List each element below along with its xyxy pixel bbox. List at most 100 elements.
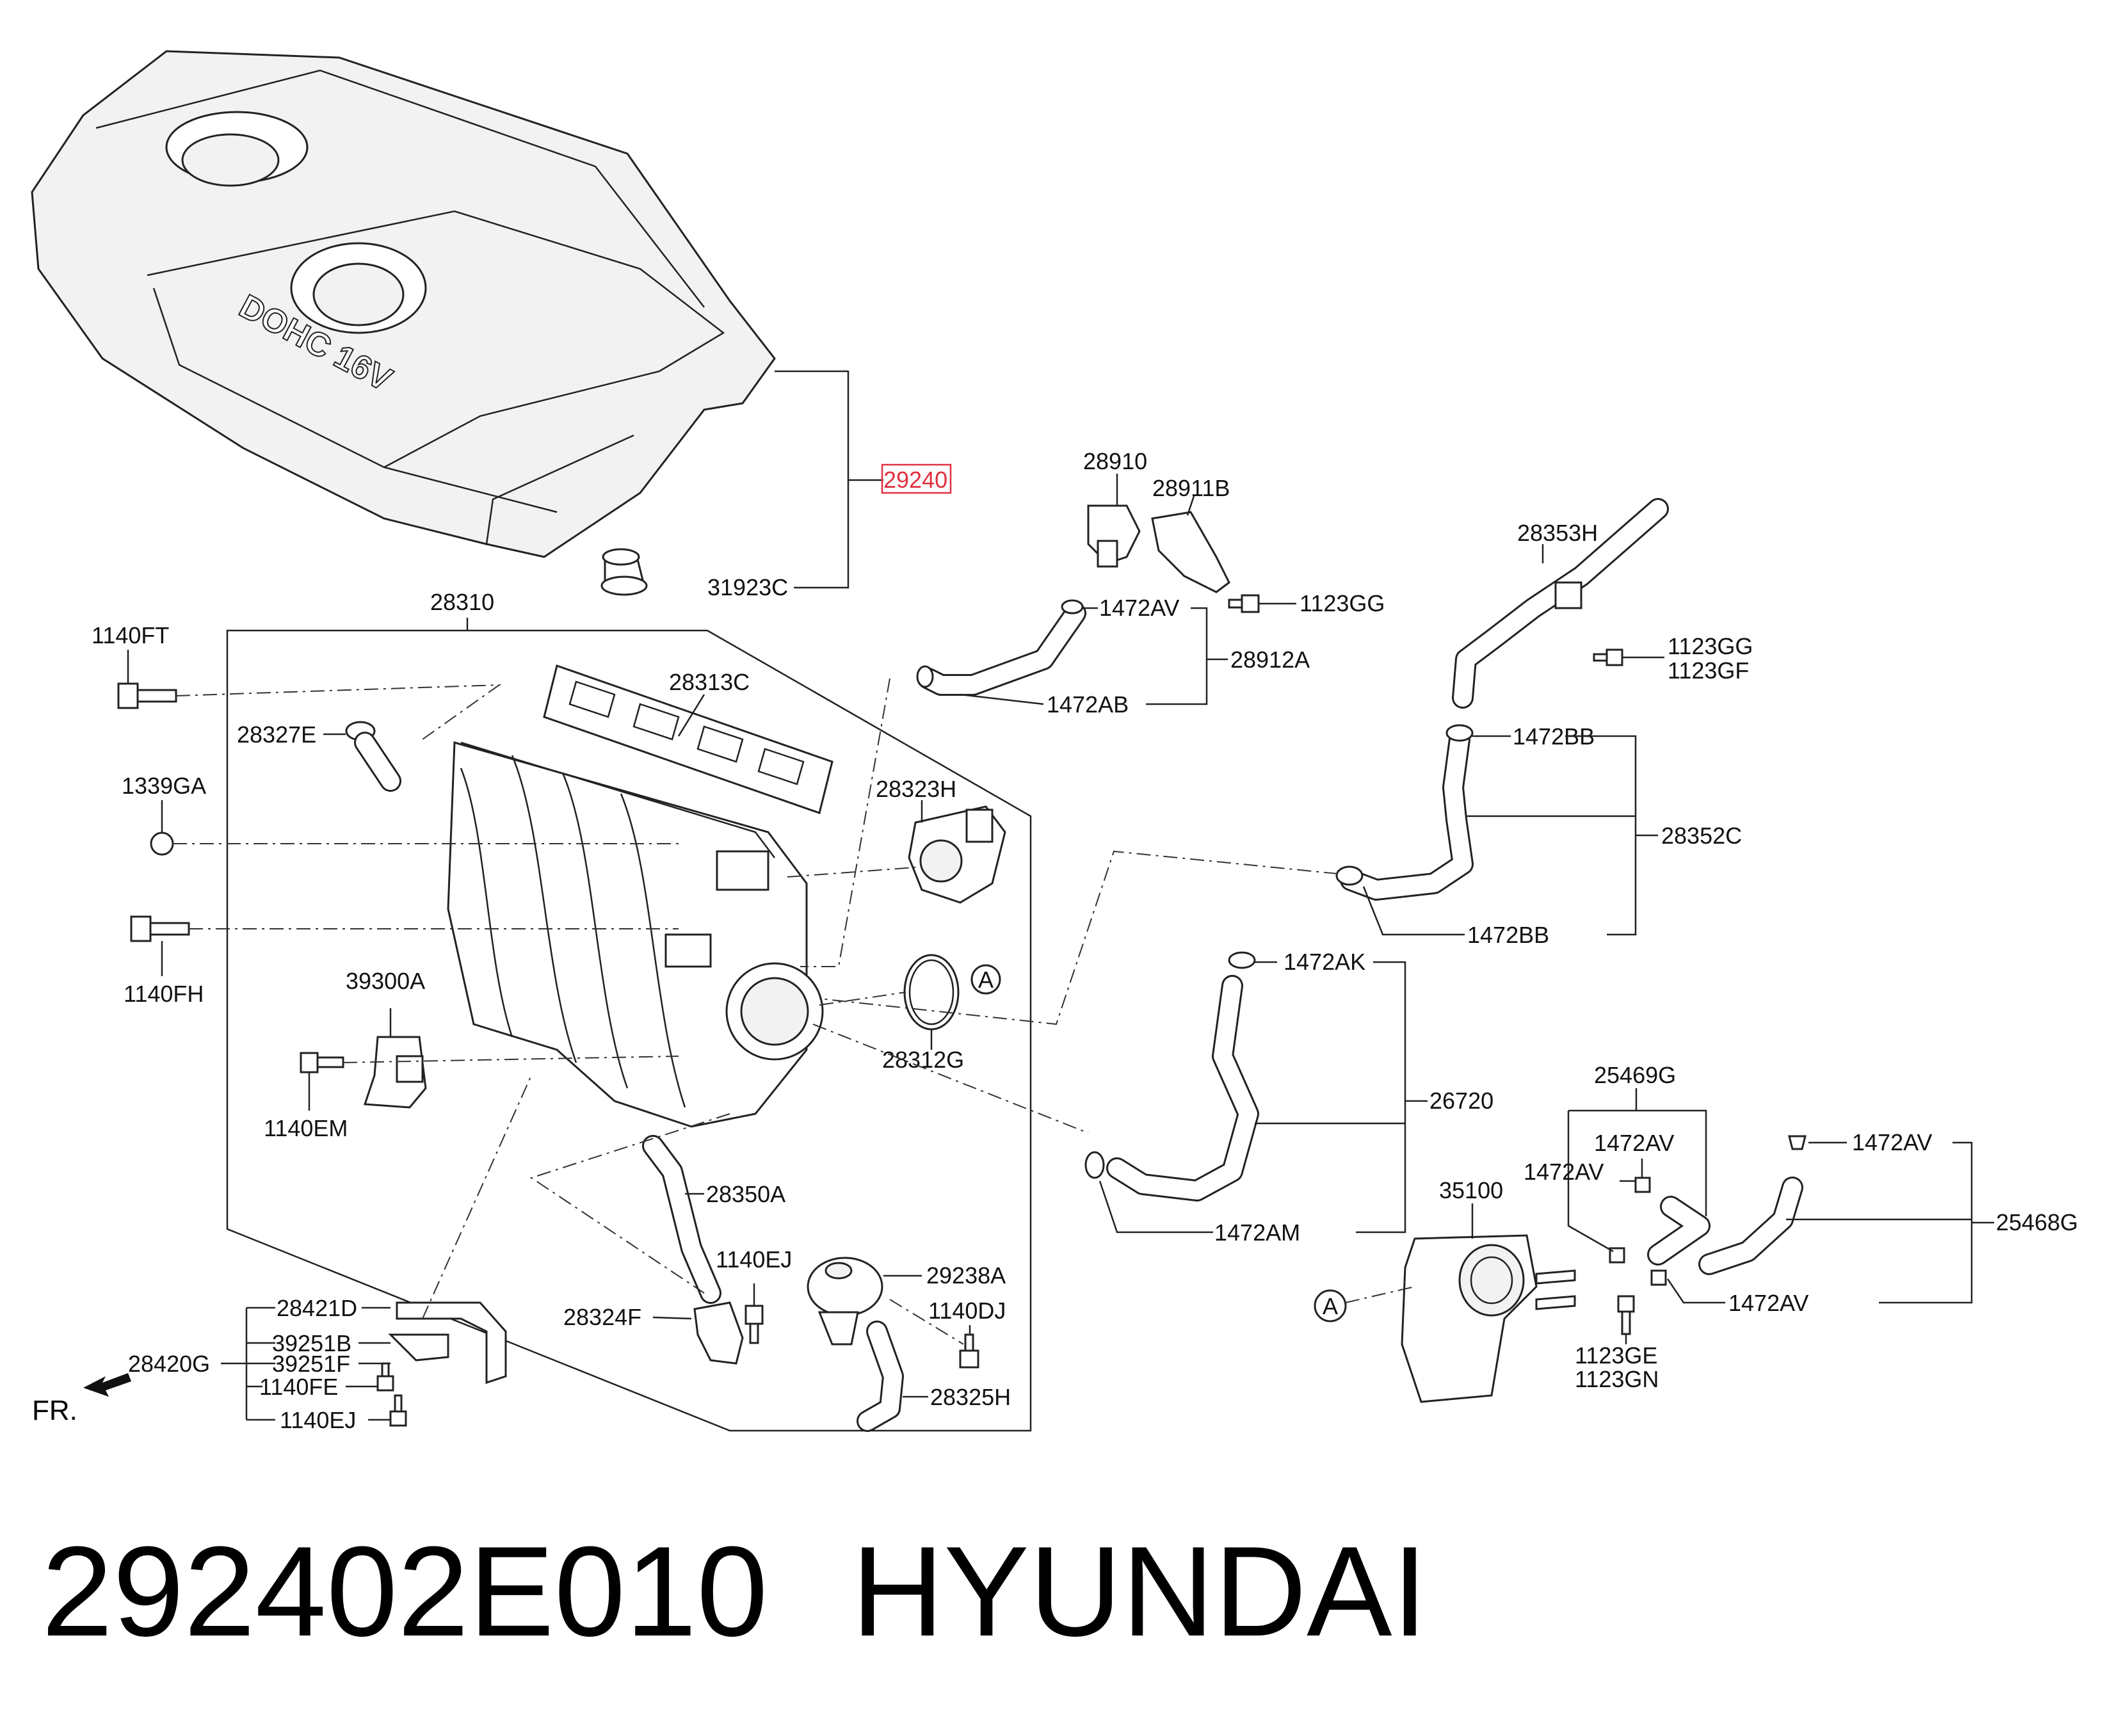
clamp-1472AB[interactable] [916, 665, 934, 688]
callout-1472AB[interactable]: 1472AB [1047, 691, 1129, 718]
clamp-1472AV-b[interactable] [1634, 1177, 1651, 1193]
clamp-1472AV-a[interactable] [1061, 599, 1084, 615]
clamp-1472BB-a[interactable] [1445, 724, 1474, 742]
bolt-1123GG-a[interactable] [1228, 594, 1260, 613]
hose-25469G[interactable] [1647, 1196, 1711, 1266]
highlight-box [881, 463, 952, 494]
hose-28912A[interactable] [917, 602, 1086, 696]
callout-29240[interactable]: 29240 [883, 467, 947, 493]
engine-cover[interactable]: DOHC 16V [31, 50, 776, 558]
callout-26720[interactable]: 26720 [1429, 1088, 1493, 1114]
callout-28352C[interactable]: 28352C [1661, 823, 1742, 849]
clamp-1472AV-e[interactable] [1650, 1269, 1667, 1286]
callout-1140EJ-a[interactable]: 1140EJ [716, 1246, 792, 1273]
sensor-39300A[interactable] [363, 1036, 427, 1109]
front-arrow-icon [83, 1373, 131, 1397]
actuator-29238A[interactable] [807, 1257, 883, 1346]
bolt-1140EM[interactable] [300, 1052, 344, 1073]
callout-1472BB-b[interactable]: 1472BB [1467, 922, 1549, 948]
front-direction-label: FR. [32, 1395, 77, 1426]
bolt-1140FT[interactable] [117, 682, 177, 709]
callout-28910[interactable]: 28910 [1083, 448, 1147, 474]
callout-39251B[interactable]: 39251B [272, 1330, 351, 1356]
part-number-title: 292402E010 [42, 1520, 768, 1663]
throttle-body-35100[interactable] [1401, 1234, 1576, 1403]
brand-title: HYUNDAI [851, 1520, 1428, 1663]
clamp-1472AV-c[interactable] [1609, 1247, 1625, 1264]
callout-28912A[interactable]: 28912A [1230, 647, 1310, 673]
hose-25468G[interactable] [1698, 1177, 1803, 1275]
bolt-1140FH[interactable] [130, 915, 190, 942]
hose-28350A[interactable] [642, 1135, 721, 1304]
oring-28312G[interactable] [903, 954, 960, 1031]
callout-35100[interactable]: 35100 [1439, 1177, 1503, 1203]
callout-A-2[interactable]: A [1323, 1293, 1338, 1319]
bolt-1123GE[interactable] [1617, 1295, 1635, 1335]
clamp-1472AV-d[interactable] [1788, 1135, 1807, 1150]
bolt-1123GG-b[interactable] [1593, 648, 1623, 666]
bolt-1140FE[interactable] [376, 1362, 394, 1392]
callout-1472AV-c[interactable]: 1472AV [1524, 1159, 1604, 1185]
clamp-1472AK[interactable] [1228, 951, 1256, 969]
nut-1339GA[interactable] [150, 832, 174, 856]
callout-1140DJ[interactable]: 1140DJ [928, 1298, 1006, 1324]
circle-A-1 [970, 964, 1001, 995]
callout-25469G[interactable]: 25469G [1594, 1062, 1676, 1088]
callout-31923C[interactable]: 31923C [707, 574, 788, 600]
callout-1123GN[interactable]: 1123GN [1575, 1366, 1659, 1392]
gasket-28313C[interactable] [543, 664, 833, 814]
callout-1140FH[interactable]: 1140FH [124, 981, 204, 1007]
callout-28325H[interactable]: 28325H [930, 1384, 1011, 1410]
callout-28324F[interactable]: 28324F [563, 1304, 641, 1330]
callout-1472AM[interactable]: 1472AM [1214, 1219, 1300, 1246]
callout-28323H[interactable]: 28323H [876, 776, 956, 802]
callout-1140FT[interactable]: 1140FT [92, 622, 169, 648]
bracket-28421D[interactable] [388, 1301, 507, 1385]
callout-39251F[interactable]: 39251F [272, 1351, 350, 1377]
grommet-31923C[interactable] [600, 548, 648, 596]
callout-1123GG-a[interactable]: 1123GG [1300, 590, 1385, 616]
callout-1123GG-b[interactable]: 1123GG [1668, 633, 1753, 659]
callout-1472AK[interactable]: 1472AK [1284, 949, 1365, 975]
callout-1140EJ-b[interactable]: 1140EJ [280, 1407, 356, 1433]
callout-1140FE[interactable]: 1140FE [259, 1374, 338, 1400]
callout-28353H[interactable]: 28353H [1517, 520, 1598, 546]
callout-28310[interactable]: 28310 [430, 589, 494, 615]
callout-1123GE[interactable]: 1123GE [1575, 1342, 1657, 1369]
callout-1472AV-e[interactable]: 1472AV [1728, 1290, 1808, 1316]
bolt-1140EJ-a[interactable] [745, 1305, 764, 1344]
callout-28350A[interactable]: 28350A [706, 1181, 785, 1207]
circle-A-2 [1314, 1289, 1347, 1322]
sensor-28327E[interactable] [345, 721, 401, 792]
callout-1472AV-b[interactable]: 1472AV [1594, 1130, 1674, 1156]
callout-25468G[interactable]: 25468G [1996, 1209, 2078, 1235]
hose-28352C[interactable] [1340, 728, 1474, 901]
bolt-1140EJ-b[interactable] [389, 1394, 407, 1427]
callout-A-1[interactable]: A [978, 967, 994, 993]
pipe-28353H[interactable] [1452, 498, 1669, 709]
callout-29238A[interactable]: 29238A [926, 1262, 1006, 1289]
callout-28420G[interactable]: 28420G [128, 1351, 210, 1377]
intake-manifold[interactable] [447, 741, 824, 1128]
bracket-28911B[interactable] [1151, 511, 1230, 593]
callout-1339GA[interactable]: 1339GA [122, 773, 206, 799]
callout-28421D[interactable]: 28421D [277, 1295, 357, 1321]
callout-1140EM[interactable]: 1140EM [264, 1115, 348, 1141]
bolt-1140DJ[interactable] [959, 1333, 979, 1369]
valve-28323H[interactable] [908, 805, 1006, 904]
callout-28327E[interactable]: 28327E [237, 721, 316, 748]
hose-26720[interactable] [1106, 975, 1259, 1202]
clamp-1472BB-b[interactable] [1335, 865, 1364, 886]
valve-28324F[interactable] [693, 1301, 744, 1365]
callout-28911B[interactable]: 28911B [1152, 475, 1230, 501]
callout-1472AV-a[interactable]: 1472AV [1099, 595, 1179, 621]
callout-1472AV-d[interactable]: 1472AV [1852, 1129, 1932, 1155]
callout-1123GF[interactable]: 1123GF [1668, 657, 1749, 684]
callout-39300A[interactable]: 39300A [346, 968, 425, 994]
valve-28910[interactable] [1087, 504, 1141, 568]
clamp-1472AM[interactable] [1084, 1151, 1105, 1179]
callout-28313C[interactable]: 28313C [669, 669, 750, 695]
hose-28325H[interactable] [857, 1321, 904, 1432]
callout-28312G[interactable]: 28312G [882, 1047, 964, 1073]
